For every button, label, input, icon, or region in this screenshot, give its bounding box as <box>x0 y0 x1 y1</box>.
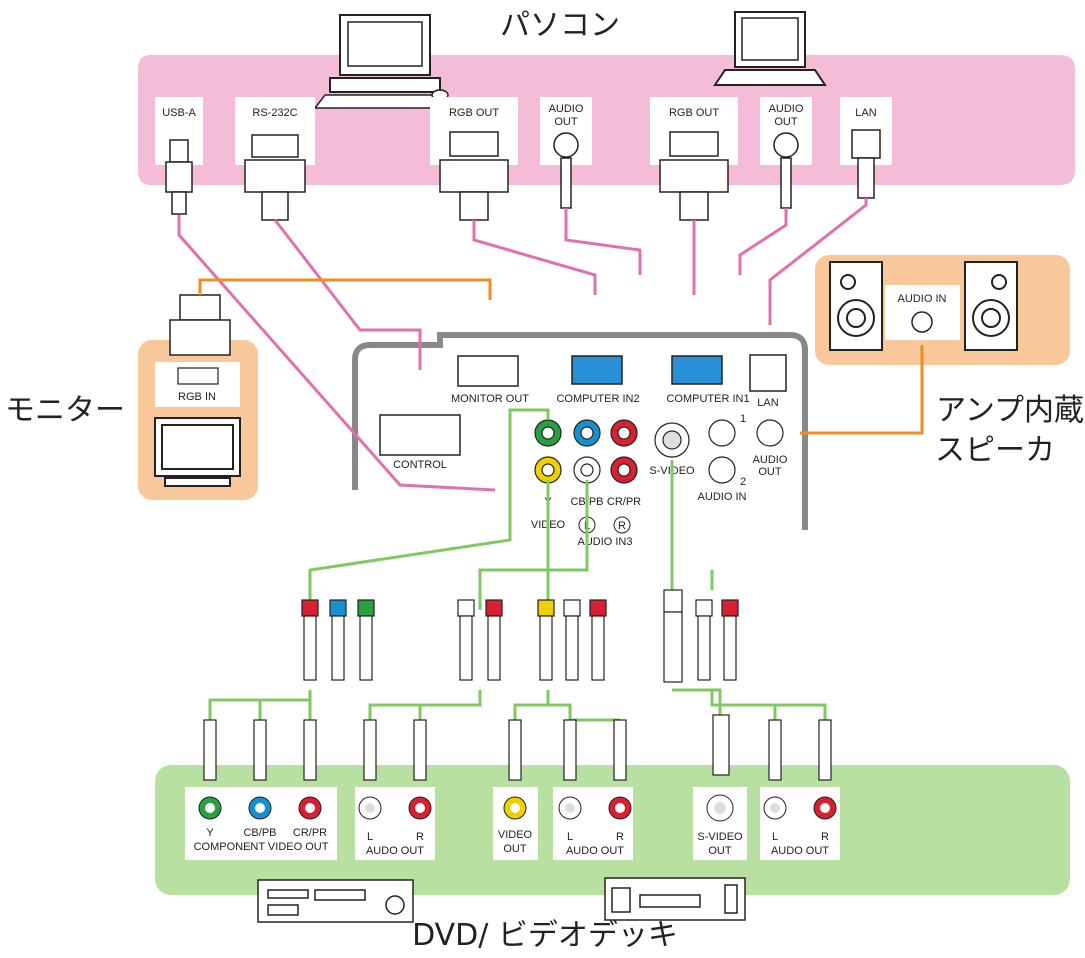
dvd-title: DVD/ ビデオデッキ <box>412 918 678 953</box>
speaker-title-2: スピーカ <box>935 433 1055 468</box>
rca-plugs-video <box>538 600 606 680</box>
svg-text:Y: Y <box>206 827 214 839</box>
dvd-component-box: Y CB/PB CR/PR COMPONENT VIDEO OUT <box>185 787 337 860</box>
vga-plug-icon-2 <box>660 132 728 220</box>
svg-text:OUT: OUT <box>554 116 578 128</box>
dvd-svideo-out-box: S-VIDEO OUT <box>693 787 747 860</box>
monitor-title: モニター <box>5 393 125 428</box>
dvd-audio-out-box-2: L R AUDO OUT <box>553 787 633 860</box>
control-port: CONTROL <box>380 415 460 471</box>
svg-text:COMPUTER IN2: COMPUTER IN2 <box>556 393 639 405</box>
svg-text:OUT: OUT <box>708 845 732 857</box>
component-cable-bundle <box>210 690 310 720</box>
vcr-icon <box>605 878 745 920</box>
monitor-vga-plug-icon <box>170 295 230 355</box>
svg-text:S-VIDEO: S-VIDEO <box>697 831 743 843</box>
svg-text:COMPONENT VIDEO OUT: COMPONENT VIDEO OUT <box>194 841 329 853</box>
speaker-title-1: アンプ内蔵 <box>936 393 1084 428</box>
dvd-audio-out-box-1: L R AUDO OUT <box>355 787 435 860</box>
svg-text:CB/PB: CB/PB <box>243 827 276 839</box>
computer-in2-port: COMPUTER IN2 <box>556 356 639 405</box>
svg-text:OUT: OUT <box>774 116 798 128</box>
projector-audio-in-label: AUDIO IN <box>698 491 747 503</box>
svg-text:L: L <box>772 831 778 843</box>
dvd-player-icon <box>258 880 413 922</box>
svg-text:AUDO OUT: AUDO OUT <box>771 845 829 857</box>
dvd-video-out-box: VIDEO OUT <box>493 787 538 860</box>
svg-text:L: L <box>567 831 573 843</box>
svg-text:CONTROL: CONTROL <box>393 459 447 471</box>
svg-text:OUT: OUT <box>503 843 527 855</box>
laptop-pc-icon <box>715 12 825 85</box>
audio2-cable <box>740 208 786 275</box>
projector-audio-out-label-2: OUT <box>758 466 782 478</box>
rca-plugs-component <box>302 600 374 680</box>
monitor-out-port: MONITOR OUT <box>451 356 529 405</box>
projector-r-label: R <box>618 520 626 532</box>
svg-text:AUDIO: AUDIO <box>549 103 584 115</box>
vga-plug-icon-1 <box>440 132 508 220</box>
monitor-cable <box>200 280 490 300</box>
rs232c-plug-icon <box>245 135 305 220</box>
lan-port: LAN <box>750 355 786 409</box>
monitor-icon <box>155 418 240 486</box>
svg-text:R: R <box>616 831 624 843</box>
svg-text:CR/PR: CR/PR <box>293 827 327 839</box>
svg-text:AUDIO: AUDIO <box>769 103 804 115</box>
projector-num-2: 2 <box>740 476 746 488</box>
svg-text:USB-A: USB-A <box>162 107 196 119</box>
svg-text:R: R <box>821 831 829 843</box>
usb-plug-icon <box>166 140 192 214</box>
svg-text:AUDO OUT: AUDO OUT <box>366 845 424 857</box>
projector-num-1: 1 <box>740 413 746 425</box>
rgb1-cable <box>474 220 595 295</box>
pc-title: パソコン <box>500 8 620 43</box>
svg-text:LAN: LAN <box>757 397 778 409</box>
projector-audio-out-label-1: AUDIO <box>753 454 788 466</box>
rca-plugs-audio <box>458 600 502 680</box>
monitor-port-box: RGB IN <box>155 362 240 407</box>
svg-text:LAN: LAN <box>855 107 876 119</box>
svg-text:RGB IN: RGB IN <box>178 391 216 403</box>
svideo-plug-mid <box>664 590 682 682</box>
audio1-cable <box>566 208 640 275</box>
svg-text:MONITOR OUT: MONITOR OUT <box>451 393 529 405</box>
svg-text:VIDEO: VIDEO <box>498 829 533 841</box>
svg-text:RGB OUT: RGB OUT <box>449 107 499 119</box>
speaker-right-icon <box>965 262 1017 350</box>
projector-crpr-label: CR/PR <box>607 496 641 508</box>
computer-in1-port: COMPUTER IN1 <box>666 356 749 405</box>
svg-text:RGB OUT: RGB OUT <box>669 107 719 119</box>
speaker-audio-in-box: AUDIO IN <box>885 285 960 340</box>
speaker-left-icon <box>830 262 882 350</box>
rca-plugs-svideo-audio <box>696 600 738 680</box>
svg-text:RS-232C: RS-232C <box>252 107 297 119</box>
svg-text:AUDIO IN: AUDIO IN <box>898 293 947 305</box>
svg-text:COMPUTER IN1: COMPUTER IN1 <box>666 393 749 405</box>
dvd-audio-out-box-3: L R AUDO OUT <box>760 787 840 860</box>
svg-text:R: R <box>416 831 424 843</box>
svg-text:L: L <box>367 831 373 843</box>
svg-text:AUDO OUT: AUDO OUT <box>566 845 624 857</box>
